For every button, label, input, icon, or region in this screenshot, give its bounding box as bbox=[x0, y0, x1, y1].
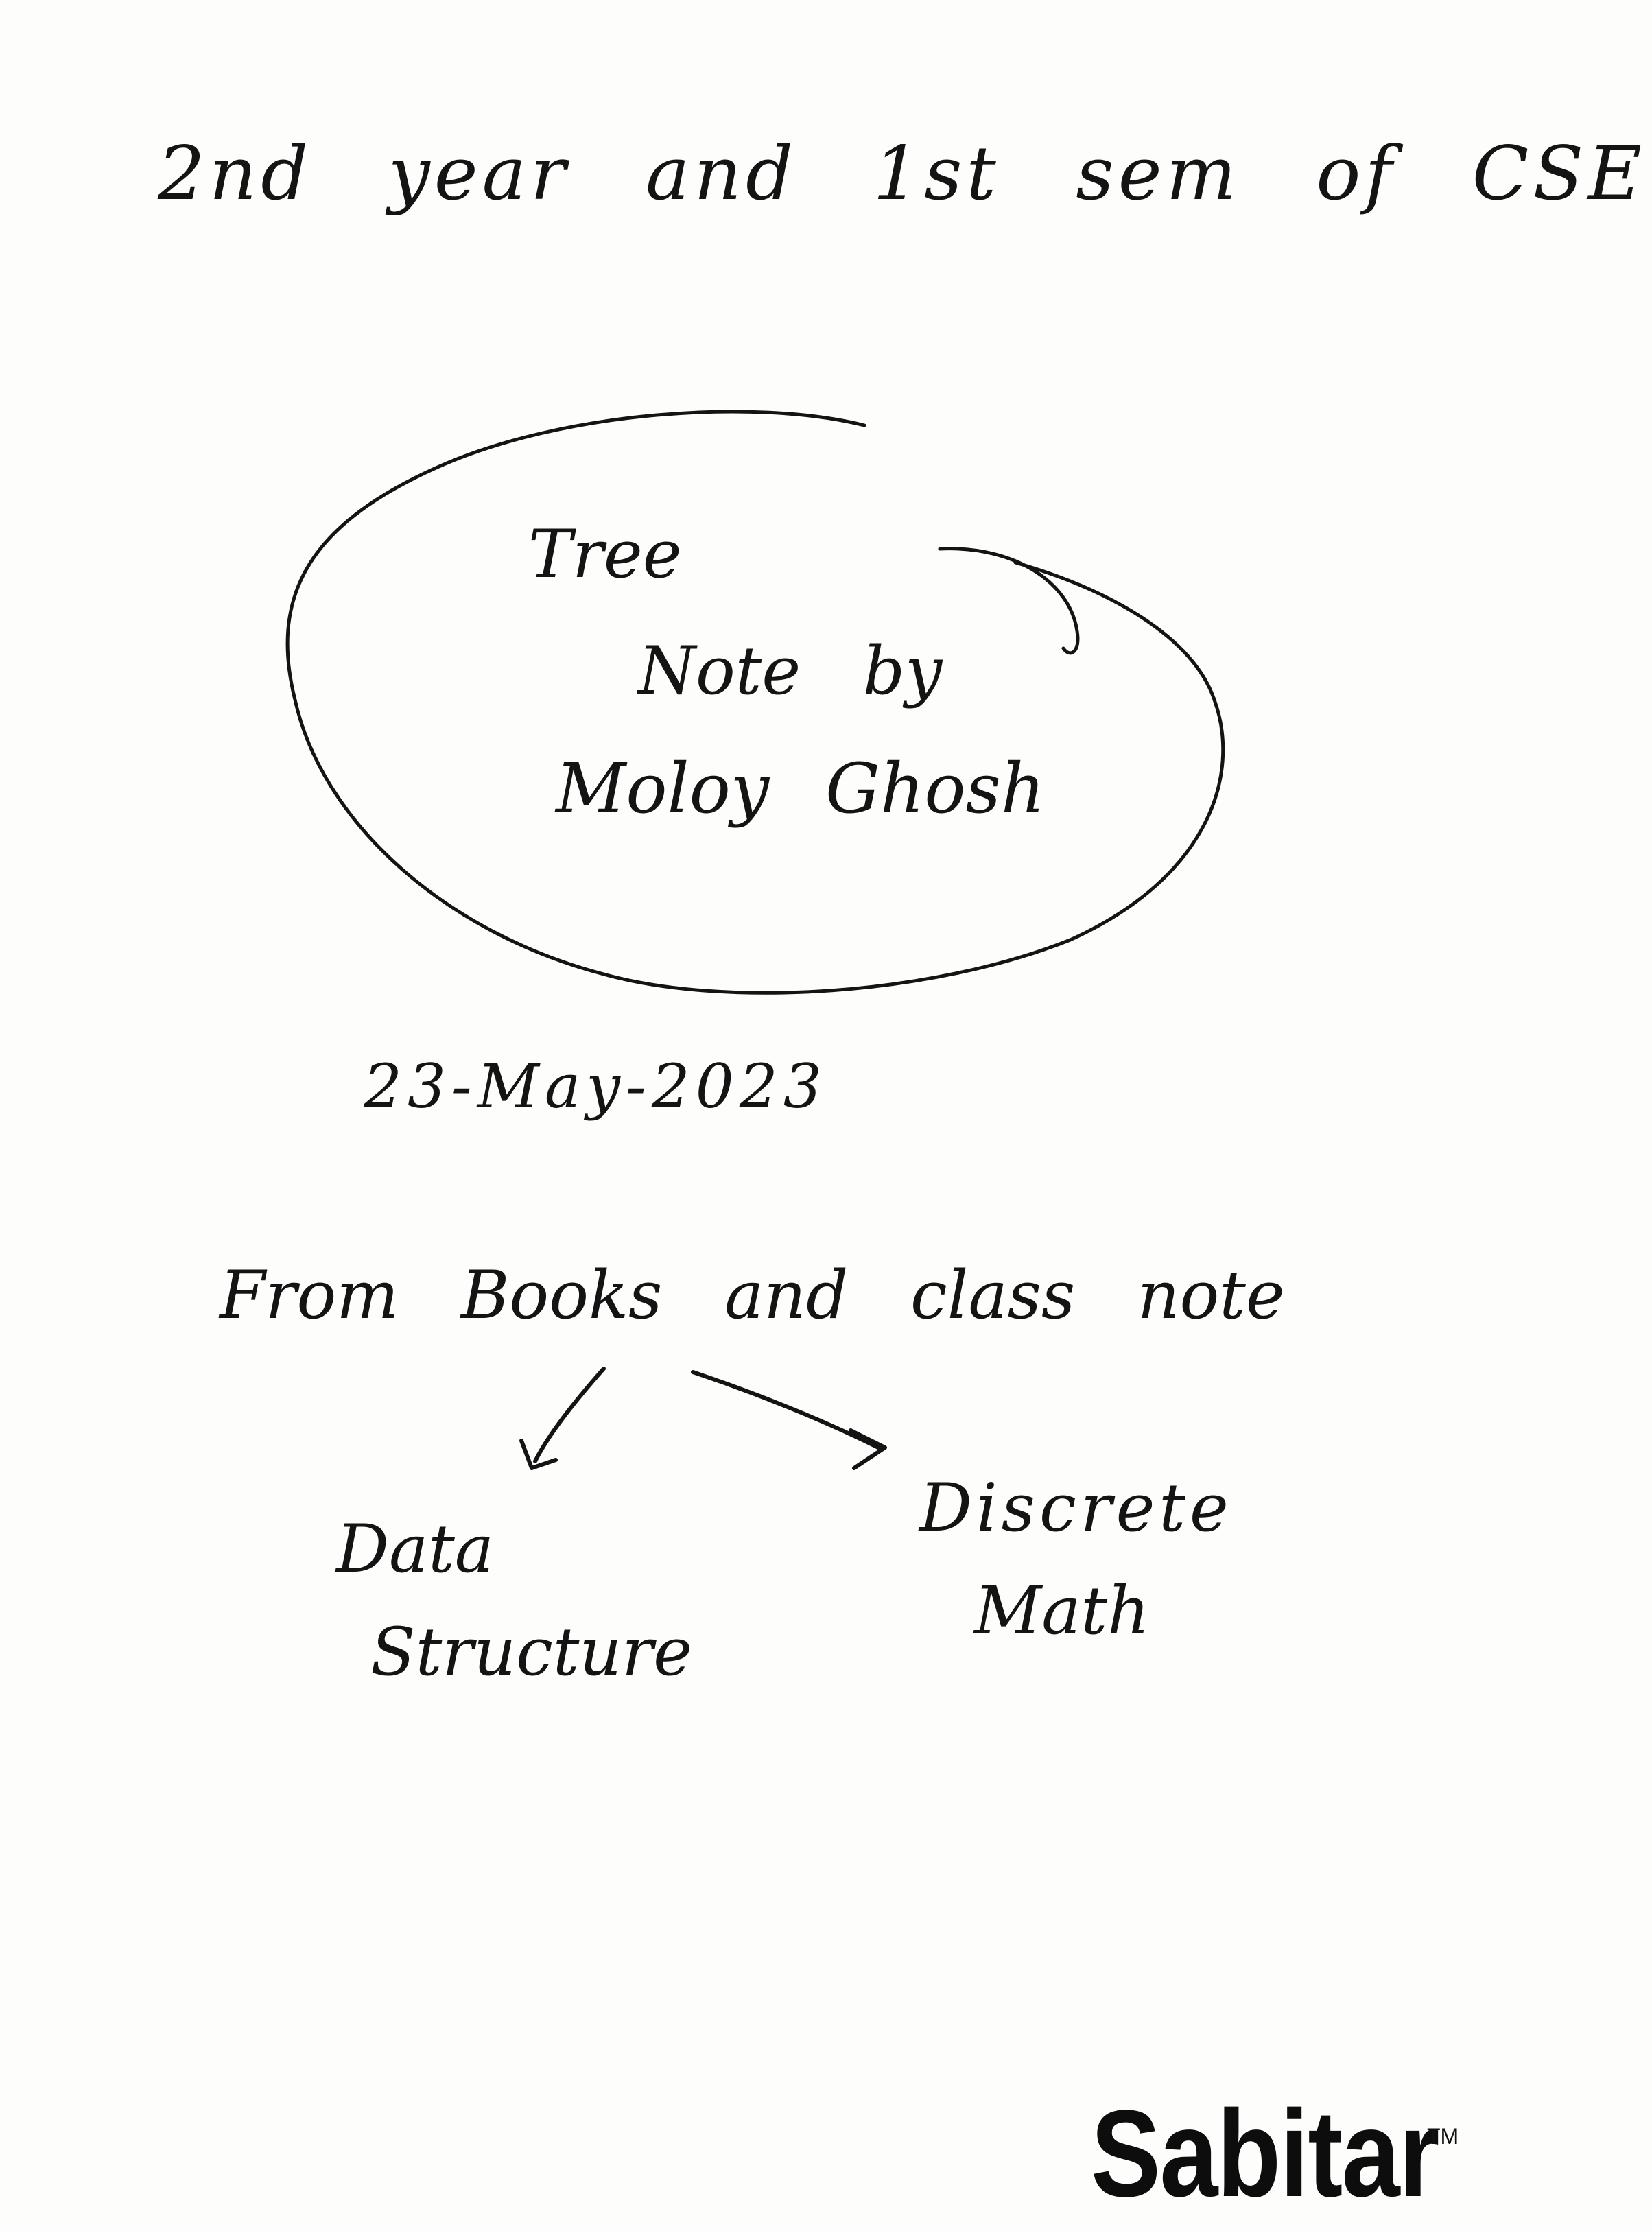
brand-logo: Sabitar bbox=[1091, 2085, 1439, 2223]
topic-data-structure-line1: Data bbox=[336, 1511, 495, 1587]
topic-discrete-math-line2: Math bbox=[974, 1572, 1150, 1649]
brand-trademark: TM bbox=[1427, 2124, 1459, 2149]
source-line: From Books and class note bbox=[220, 1257, 1285, 1334]
topic-discrete-math-line1: Discrete bbox=[919, 1469, 1233, 1546]
arrow-left-icon bbox=[519, 1367, 606, 1470]
note-date: 23-May-2023 bbox=[364, 1051, 827, 1122]
note-byline: Note by bbox=[638, 633, 943, 709]
arrow-right-icon bbox=[691, 1370, 887, 1470]
note-author: Moloy Ghosh bbox=[556, 748, 1046, 829]
course-heading: 2nd year and 1st sem of CSE bbox=[158, 131, 1647, 217]
topic-data-structure-line2: Structure bbox=[370, 1614, 692, 1690]
note-title: Tree bbox=[528, 516, 682, 593]
